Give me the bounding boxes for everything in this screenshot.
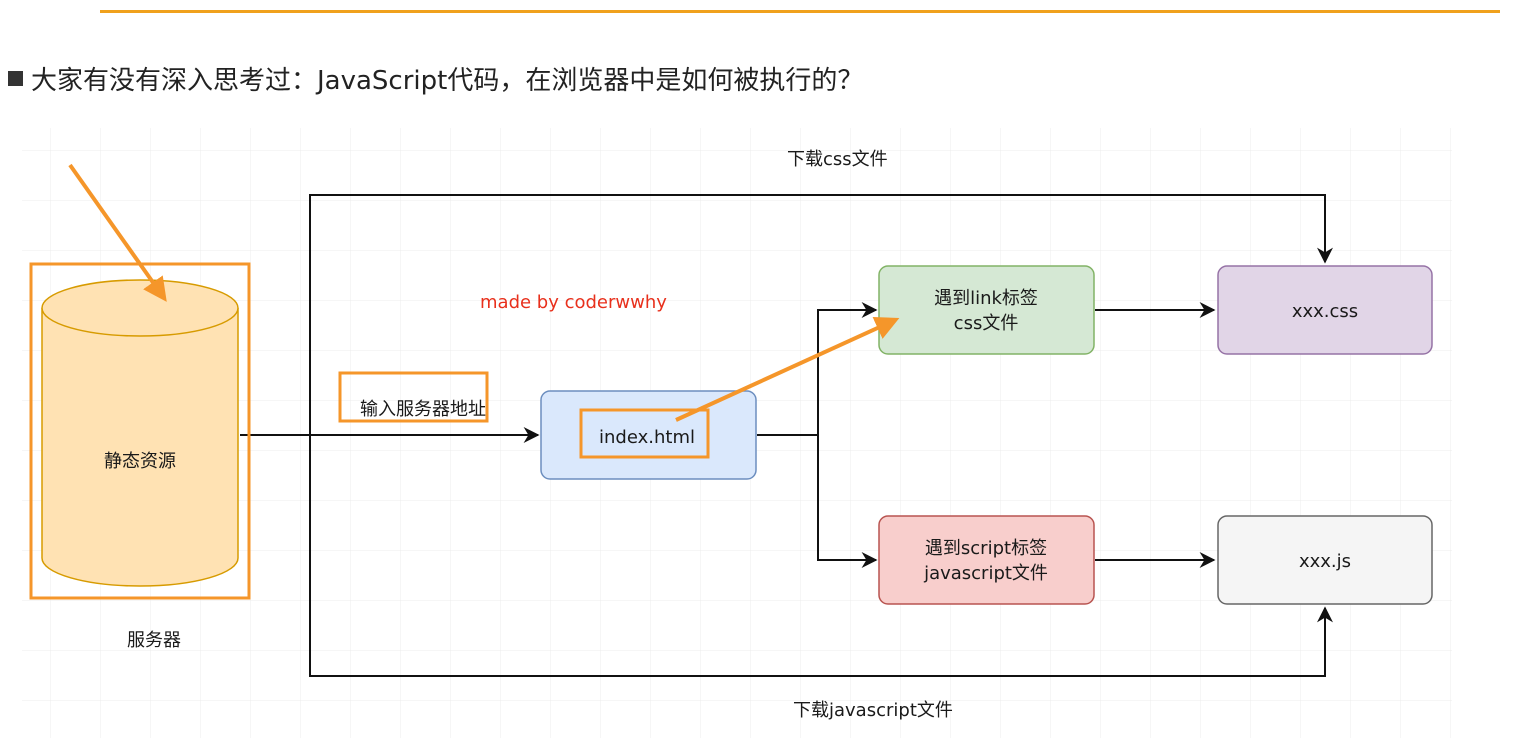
index-highlight-box xyxy=(579,408,710,459)
input-address-highlight-box xyxy=(338,371,489,423)
script-node-line2: javascript文件 xyxy=(923,563,1048,584)
download-js-label: 下载javascript文件 xyxy=(793,700,953,721)
connector-lines xyxy=(240,194,1333,677)
script-node-line1: 遇到script标签 xyxy=(925,538,1047,559)
edge-download-js xyxy=(309,435,1333,677)
css-file-label: xxx.css xyxy=(1292,301,1358,322)
download-css-label: 下载css文件 xyxy=(787,149,888,170)
server-database-node: 静态资源 xyxy=(41,279,239,587)
orange-annotation-arrow-link xyxy=(675,317,900,422)
page-heading: 大家有没有深入思考过：JavaScript代码，在浏览器中是如何被执行的？ xyxy=(8,64,863,98)
bullet-square-icon xyxy=(8,71,23,86)
server-caption: 服务器 xyxy=(127,630,181,651)
heading-text: 大家有没有深入思考过：JavaScript代码，在浏览器中是如何被执行的？ xyxy=(31,66,864,96)
link-tag-node: 遇到link标签 css文件 xyxy=(878,265,1095,355)
edge-download-css xyxy=(309,194,1333,435)
index-html-label: index.html xyxy=(599,427,695,448)
link-node-line2: css文件 xyxy=(954,313,1019,334)
server-database-label: 静态资源 xyxy=(104,451,176,472)
js-file-label: xxx.js xyxy=(1299,551,1351,572)
input-address-label: 输入服务器地址 xyxy=(360,399,486,420)
css-file-node: xxx.css xyxy=(1217,265,1433,355)
orange-annotation-arrow-server xyxy=(68,163,167,302)
js-file-node: xxx.js xyxy=(1217,515,1433,605)
watermark-text: made by coderwwhy xyxy=(480,292,667,313)
edge-branch-to-link xyxy=(817,302,878,435)
index-html-node: index.html xyxy=(540,390,757,480)
header-accent-bar xyxy=(100,10,1500,13)
edge-branch-to-script xyxy=(817,435,878,568)
link-node-line1: 遇到link标签 xyxy=(934,288,1038,309)
script-tag-node: 遇到script标签 javascript文件 xyxy=(878,515,1095,605)
